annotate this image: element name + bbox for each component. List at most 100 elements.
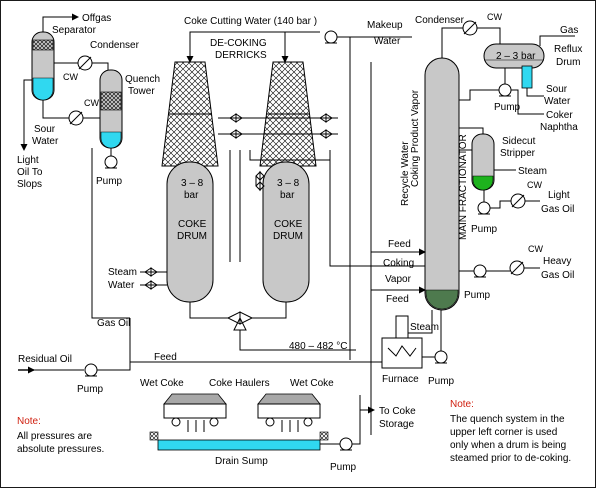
pump-reflux-label: Pump	[494, 102, 521, 113]
pump-quench-icon	[104, 155, 118, 169]
coker-naphtha-label-1: Coker	[546, 110, 573, 121]
cw-heavy-gas-oil-label: CW	[528, 244, 543, 254]
drain-sump	[149, 431, 329, 451]
cooler-light-gas-oil-icon	[510, 193, 526, 209]
condenser-left-label: Condenser	[90, 40, 140, 51]
note-right-line-3: only when a drum is being	[450, 440, 566, 451]
coker-naphtha-label-2: Naphtha	[540, 122, 578, 133]
makeup-water-label-1: Makeup	[367, 20, 403, 31]
feed-right-label-1: Feed	[388, 239, 411, 250]
main-fractionator-vessel	[424, 57, 460, 311]
gas-oil-label: Gas Oil	[97, 318, 130, 329]
quench-tower-vessel	[99, 69, 123, 149]
note-right-line-1: The quench system in the	[450, 414, 565, 425]
offgas-label: Offgas	[82, 13, 111, 24]
residual-oil-label: Residual Oil	[18, 354, 72, 365]
drain-sump-label: Drain Sump	[215, 456, 268, 467]
sour-water-left-label-2: Water	[32, 136, 59, 147]
coke-drum-left-bar: bar	[184, 190, 199, 201]
light-gas-oil-label-2: Gas Oil	[541, 204, 574, 215]
wet-coke-left-label: Wet Coke	[140, 378, 184, 389]
temperature-label: 480 – 482 °C	[289, 341, 348, 352]
reflux-drum-label-2: Drum	[556, 57, 580, 68]
light-oil-label-2: Oil To	[17, 167, 43, 178]
heavy-gas-oil-label-2: Gas Oil	[541, 270, 574, 281]
note-right-heading: Note:	[450, 399, 474, 410]
quench-tower-label-1: Quench	[125, 74, 160, 85]
mid-valves	[255, 170, 265, 192]
condenser-right-icon	[462, 20, 478, 36]
pump-sump-icon	[339, 437, 353, 451]
to-coke-storage-label-2: Storage	[379, 419, 414, 430]
reflux-drum-vessel	[483, 43, 545, 89]
coke-drum-right-pressure: 3 – 8	[277, 178, 300, 189]
steam-stripper-label: Steam	[518, 166, 547, 177]
pump-fractionator-label: Pump	[428, 376, 455, 387]
separator-label: Separator	[52, 25, 97, 36]
decoking-label-2: DERRICKS	[215, 50, 267, 61]
sour-water-left-label-1: Sour	[34, 124, 56, 135]
pump-makeup-icon	[324, 30, 338, 44]
water-inlet-label: Water	[108, 280, 135, 291]
coke-drum-right-bar: bar	[280, 190, 295, 201]
sour-water-right-label-2: Water	[544, 96, 571, 107]
makeup-water-label-2: Water	[374, 36, 401, 47]
feed-right-label-2: Feed	[386, 294, 409, 305]
condenser-quench-icon	[68, 110, 84, 126]
wet-coke-right-label: Wet Coke	[290, 378, 334, 389]
cw-quench-label: CW	[84, 98, 99, 108]
steam-furnace-label: Steam	[410, 322, 439, 333]
recycle-water-label: Recycle Water	[400, 141, 411, 206]
steam-inlet-label: Steam	[108, 267, 137, 278]
pump-heavy-gas-oil-icon	[473, 264, 487, 278]
sour-water-right-label-1: Sour	[546, 84, 568, 95]
pump-heavy-gas-oil-label: Pump	[464, 290, 491, 301]
furnace-label: Furnace	[382, 374, 419, 385]
pump-fractionator-bottom-icon	[434, 350, 448, 364]
main-fractionator-label: MAIN FRACTIONATOR	[458, 134, 469, 240]
note-right-line-2: upper left corner is used	[450, 427, 557, 438]
sidecut-label-1: Sidecut	[502, 136, 536, 147]
coking-vapor-label-1: Coking	[383, 258, 414, 269]
coke-haulers-label: Coke Haulers	[209, 378, 270, 389]
pump-light-gas-oil-icon	[477, 201, 491, 215]
cw-right-label: CW	[487, 12, 502, 22]
feed-bottom-label: Feed	[154, 352, 177, 363]
light-oil-label-1: Light	[17, 155, 39, 166]
coke-drum-right-coke: COKE	[274, 219, 303, 230]
furnace-vessel	[381, 315, 423, 369]
reflux-drum-pressure: 2 – 3 bar	[496, 51, 536, 62]
reflux-drum-label-1: Reflux	[554, 44, 582, 55]
pump-residual-oil-label: Pump	[77, 384, 104, 395]
note-left-line-1: All pressures are	[17, 431, 92, 442]
note-left-line-2: absolute pressures.	[17, 444, 104, 455]
pump-quench-label: Pump	[96, 176, 123, 187]
coking-vapor-label-2: Vapor	[385, 274, 412, 285]
coke-hauler-left	[163, 393, 227, 432]
heavy-gas-oil-label-1: Heavy	[543, 256, 571, 267]
gas-label: Gas	[560, 25, 578, 36]
coke-drum-left-pressure: 3 – 8	[181, 178, 204, 189]
cw-left-label: CW	[63, 72, 78, 82]
pump-reflux-icon	[498, 83, 512, 97]
cooler-heavy-gas-oil-icon	[509, 260, 525, 276]
coking-product-vapor-label: Coking Product Vapor	[410, 89, 421, 187]
light-oil-label-3: Slops	[17, 179, 42, 190]
note-left-heading: Note:	[17, 416, 41, 427]
derrick-right	[259, 61, 317, 167]
light-gas-oil-label-1: Light	[548, 190, 570, 201]
separator-vessel	[31, 31, 55, 101]
coke-hauler-right	[257, 393, 321, 432]
sidecut-stripper-vessel	[471, 133, 495, 191]
derrick-left	[161, 61, 219, 167]
to-coke-storage-label-1: To Coke	[379, 406, 416, 417]
coke-drum-left-coke: COKE	[178, 219, 207, 230]
condenser-right-label: Condenser	[415, 15, 465, 26]
cw-light-gas-oil-label: CW	[527, 180, 542, 190]
sidecut-label-2: Stripper	[500, 148, 536, 159]
condenser-left-icon	[77, 55, 93, 71]
pump-residual-oil-icon	[84, 363, 98, 377]
note-right-line-4: steamed prior to de-coking.	[450, 453, 571, 464]
coke-cutting-water-label: Coke Cutting Water (140 bar )	[184, 16, 317, 27]
